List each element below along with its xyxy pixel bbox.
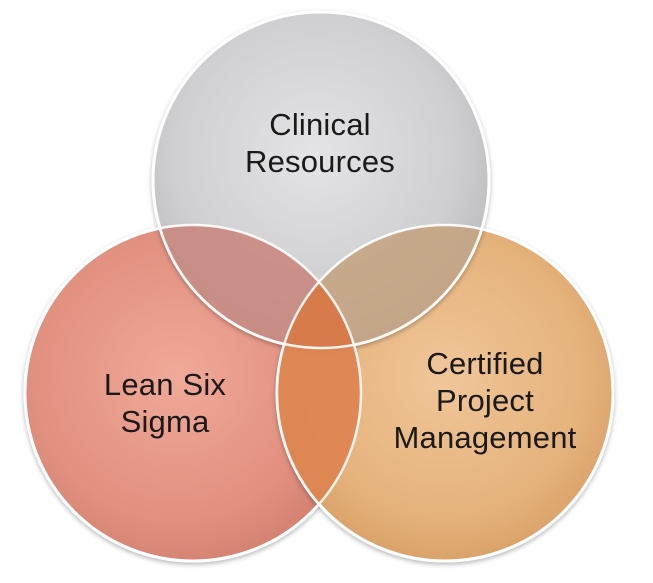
label-clinical-resources: Clinical Resources: [170, 106, 470, 180]
label-lean-line-2: Sigma: [120, 404, 210, 439]
outline-lean: [23, 223, 363, 563]
outline-clinical: [151, 10, 491, 350]
label-lean-line-1: Lean Six: [103, 367, 227, 402]
label-cpm-line-3: Management: [393, 420, 577, 455]
label-clinical-line-1: Clinical: [269, 107, 371, 142]
label-lean-six-sigma: Lean Six Sigma: [50, 366, 280, 440]
label-certified-project-management: Certified Project Management: [360, 345, 610, 456]
label-cpm-line-1: Certified: [426, 346, 544, 381]
overlap-clinical-cpm: [277, 225, 489, 348]
label-cpm-line-2: Project: [436, 383, 534, 418]
outline-cpm: [275, 223, 615, 563]
label-clinical-line-2: Resources: [245, 144, 395, 179]
overlap-clinical-lean: [153, 225, 361, 348]
